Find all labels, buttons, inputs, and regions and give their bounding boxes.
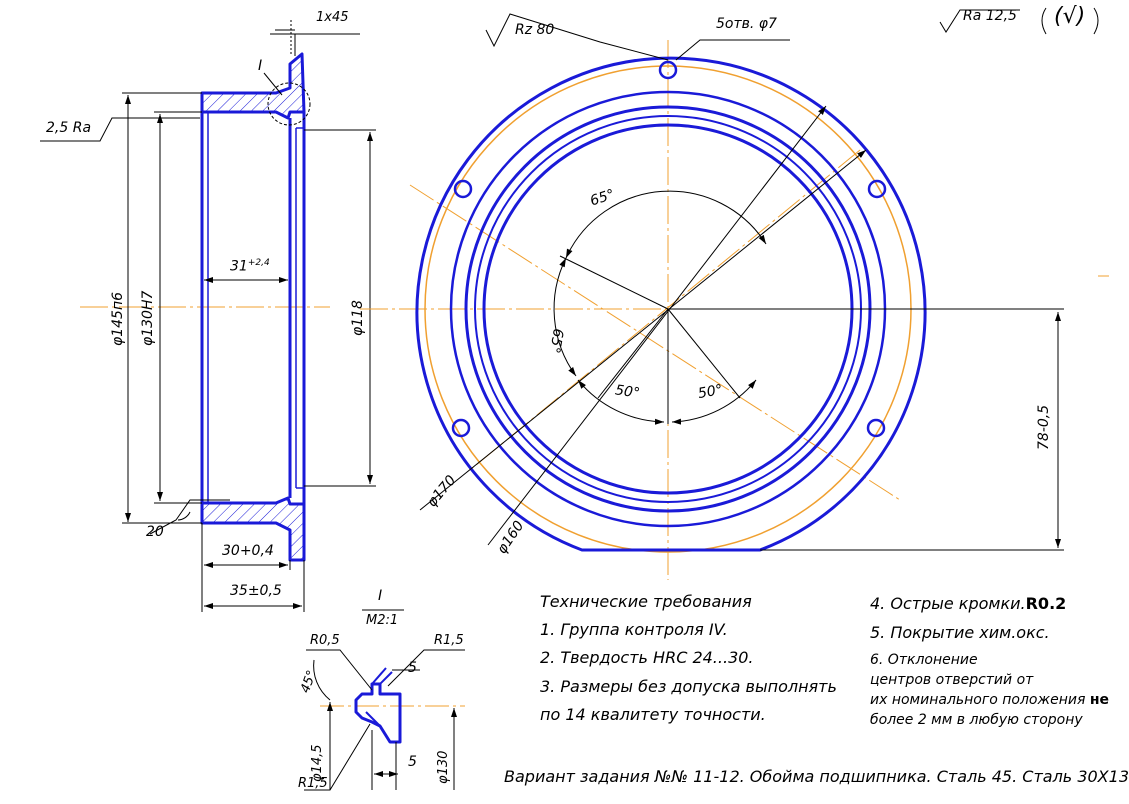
front-view (360, 40, 960, 580)
hole-3 (867, 179, 887, 199)
dim-78: 78-0,5 (1036, 404, 1052, 450)
rough-general-label: Ra 12,5 (963, 8, 1017, 24)
req-line-9-bold: не (1089, 692, 1109, 708)
req-line-3: 3. Размеры без допуска выполнять (540, 677, 837, 696)
req-line-4: по 14 квалитету точности. (540, 705, 766, 724)
hole-4 (451, 418, 471, 438)
req-line-1: 1. Группа контроля IV. (540, 620, 728, 639)
detail-r05: R0,5 (310, 633, 340, 648)
req-line-5-bold: R0.2 (1025, 594, 1067, 613)
angle-50-a: 50° (614, 382, 641, 402)
req-line-2: 2. Твердость HRC 24...30. (540, 648, 754, 667)
bolt-holes (451, 60, 887, 438)
dim-130h7: φ130H7 (140, 290, 156, 346)
hole-1 (658, 60, 678, 80)
req-line-10: более 2 мм в любую сторону (870, 712, 1083, 728)
detail-title: I (378, 588, 383, 604)
dim-118: φ118 (350, 300, 366, 336)
rough-general-paren: (√) (1054, 4, 1086, 29)
detail-circle (267, 82, 311, 126)
req-line-7: 6. Отклонение (870, 652, 978, 668)
front-dimensions (419, 13, 1109, 551)
dim-145: φ145п6 (110, 291, 126, 346)
top-wall-section (200, 52, 306, 120)
detail-5-b: 5 (408, 754, 417, 770)
req-line-9: их номинального положения не (870, 692, 1109, 708)
detail-r15-b: R1,5 (298, 776, 328, 791)
detail-profile (354, 682, 402, 744)
detail-r15: R1,5 (434, 633, 464, 648)
dim-31-value: 31 (230, 258, 248, 275)
holes-label: 5отв. φ7 (716, 16, 777, 32)
drawing-svg (40, 7, 1109, 791)
req-line-6: 5. Покрытие хим.окс. (870, 623, 1050, 642)
section-view (80, 52, 330, 562)
detail-scale: M2:1 (366, 613, 399, 628)
dim-31-tol: +2,4 (247, 258, 270, 268)
drawing-sheet: Rz 80 5отв. φ7 Ra 12,5 (√) 1x45 I 2,5 Ra… (40, 4, 1129, 791)
req-line-5-text: 4. Острые кромки. (870, 594, 1026, 613)
detail-i-label: I (258, 58, 263, 74)
outer-contour (415, 56, 927, 552)
detail-5-a: 5 (408, 660, 417, 676)
req-title: Технические требования (540, 592, 752, 611)
req-line-9-text: их номинального положения (870, 692, 1090, 708)
dim-30: 30+0,4 (222, 543, 274, 559)
req-line-5: 4. Острые кромки.R0.2 (870, 594, 1066, 613)
detail-view (304, 609, 465, 791)
caption: Вариант задания №№ 11-12. Обойма подшипн… (504, 767, 1129, 786)
chamfer-label: 1x45 (316, 10, 349, 25)
dim-20: 20 (146, 524, 164, 540)
section-dimensions (40, 20, 376, 612)
roughness-mark (939, 7, 1099, 35)
rough-rz-label: Rz 80 (515, 22, 555, 38)
hole-2 (453, 179, 473, 199)
dim-31: 31+2,4 (230, 258, 270, 275)
hole-5 (866, 418, 886, 438)
detail-130: φ130 (436, 750, 451, 784)
rough-25-label: 2,5 Ra (46, 120, 92, 136)
req-line-8: центров отверстий от (870, 672, 1034, 688)
dim-35: 35±0,5 (230, 583, 282, 599)
